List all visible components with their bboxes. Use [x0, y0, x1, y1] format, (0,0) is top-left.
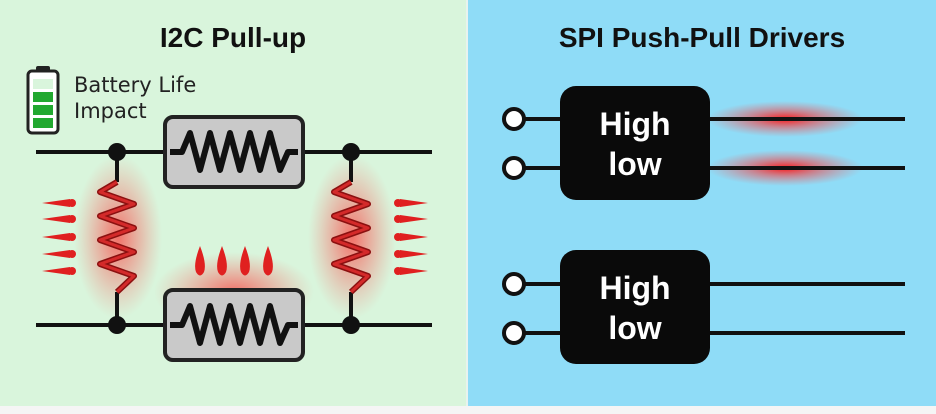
- driver-top-label: High low: [560, 104, 710, 184]
- top-series-resistor: [163, 115, 305, 189]
- panel-divider: [466, 0, 468, 406]
- driver-top-low: low: [608, 146, 662, 182]
- driver-block-top: [560, 86, 710, 200]
- terminal-icon: [502, 107, 526, 131]
- battery-icon: [26, 66, 60, 135]
- bottom-series-resistor: [163, 288, 305, 362]
- bottom-heat-flames: [195, 246, 273, 276]
- left-resistor-heat-glow: [74, 155, 162, 319]
- i2c-title: I2C Pull-up: [159, 22, 307, 53]
- driver-bottom-high: High: [599, 270, 671, 306]
- right-resistor-heat-glow: [308, 155, 396, 319]
- driver-top-high: High: [599, 106, 671, 142]
- battery-life-label: Battery Life Impact: [74, 72, 196, 124]
- battery-label-line1: Battery Life: [74, 73, 197, 97]
- driver-block-bottom: [560, 250, 710, 364]
- left-heat-arrows: [42, 199, 76, 275]
- right-heat-arrows: [394, 199, 428, 275]
- battery-label-line2: Impact: [74, 99, 147, 123]
- bottom-strip: [0, 406, 936, 414]
- spi-panel: SPI Push-Pull Drivers: [468, 0, 936, 406]
- driver-bottom-label: High low: [560, 268, 710, 348]
- spi-title: SPI Push-Pull Drivers: [558, 22, 846, 53]
- terminal-icon: [502, 156, 526, 180]
- driver-bottom-low: low: [608, 310, 662, 346]
- terminal-icon: [502, 321, 526, 345]
- terminal-icon: [502, 272, 526, 296]
